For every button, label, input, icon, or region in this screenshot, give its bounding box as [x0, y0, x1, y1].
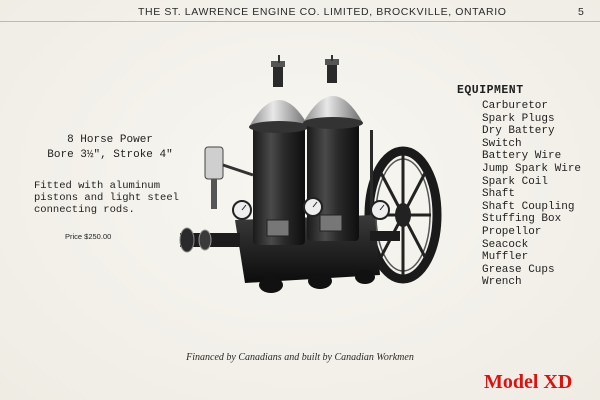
cylinder-left: [249, 55, 309, 245]
list-item: Switch: [482, 137, 522, 150]
model-label: Model XD: [484, 371, 573, 393]
list-item: Stuffing Box: [482, 213, 562, 226]
header-divider: [0, 21, 600, 22]
list-item: Grease Cups: [482, 263, 555, 276]
list-item: Propellor: [482, 225, 542, 238]
flywheel: [364, 146, 442, 284]
description-line: connecting rods.: [34, 204, 135, 216]
price-label: Price $250.00: [65, 232, 112, 241]
nameplate: [319, 214, 343, 232]
gauges: [232, 197, 390, 220]
list-item: Carburetor: [482, 100, 549, 112]
engine-illustration: [175, 55, 450, 305]
list-item: Shaft: [482, 188, 516, 201]
list-item: Battery Wire: [482, 150, 562, 163]
header-title: THE ST. LAWRENCE ENGINE CO. LIMITED, BRO…: [138, 6, 507, 18]
list-item: Spark Coil: [482, 175, 549, 188]
list-item: Dry Battery: [482, 125, 555, 138]
description-line: pistons and light steel: [34, 192, 179, 204]
description-line: Fitted with aluminum: [34, 180, 161, 192]
spec-bore-stroke: Bore 3½", Stroke 4": [47, 149, 173, 161]
page-header: THE ST. LAWRENCE ENGINE CO. LIMITED, BRO…: [0, 6, 600, 22]
engine-specs: 8 Horse Power Bore 3½", Stroke 4": [30, 133, 190, 163]
equipment-heading: EQUIPMENT: [457, 84, 524, 97]
list-item: Muffler: [482, 251, 529, 264]
list-item: Wrench: [482, 276, 522, 289]
oiler: [204, 146, 254, 209]
list-item: Spark Plugs: [482, 112, 555, 125]
footer-tagline: Financed by Canadians and built by Canad…: [186, 352, 414, 363]
list-item: Jump Spark Wire: [482, 162, 582, 175]
spec-horsepower: 8 Horse Power: [67, 134, 153, 146]
equipment-list: Carburetor Spark Plugs Dry Battery Switc…: [457, 100, 597, 289]
engine-drawing: [179, 55, 442, 293]
shaft-coupling: [179, 227, 400, 253]
list-item: Shaft Coupling: [482, 200, 575, 213]
nameplate: [266, 219, 290, 237]
engine-description: Fitted with aluminum pistons and light s…: [34, 180, 204, 216]
equipment-section: EQUIPMENT Carburetor Spark Plugs Dry Bat…: [457, 84, 597, 289]
list-item: Seacock: [482, 238, 529, 251]
page-number: 5: [578, 6, 584, 18]
